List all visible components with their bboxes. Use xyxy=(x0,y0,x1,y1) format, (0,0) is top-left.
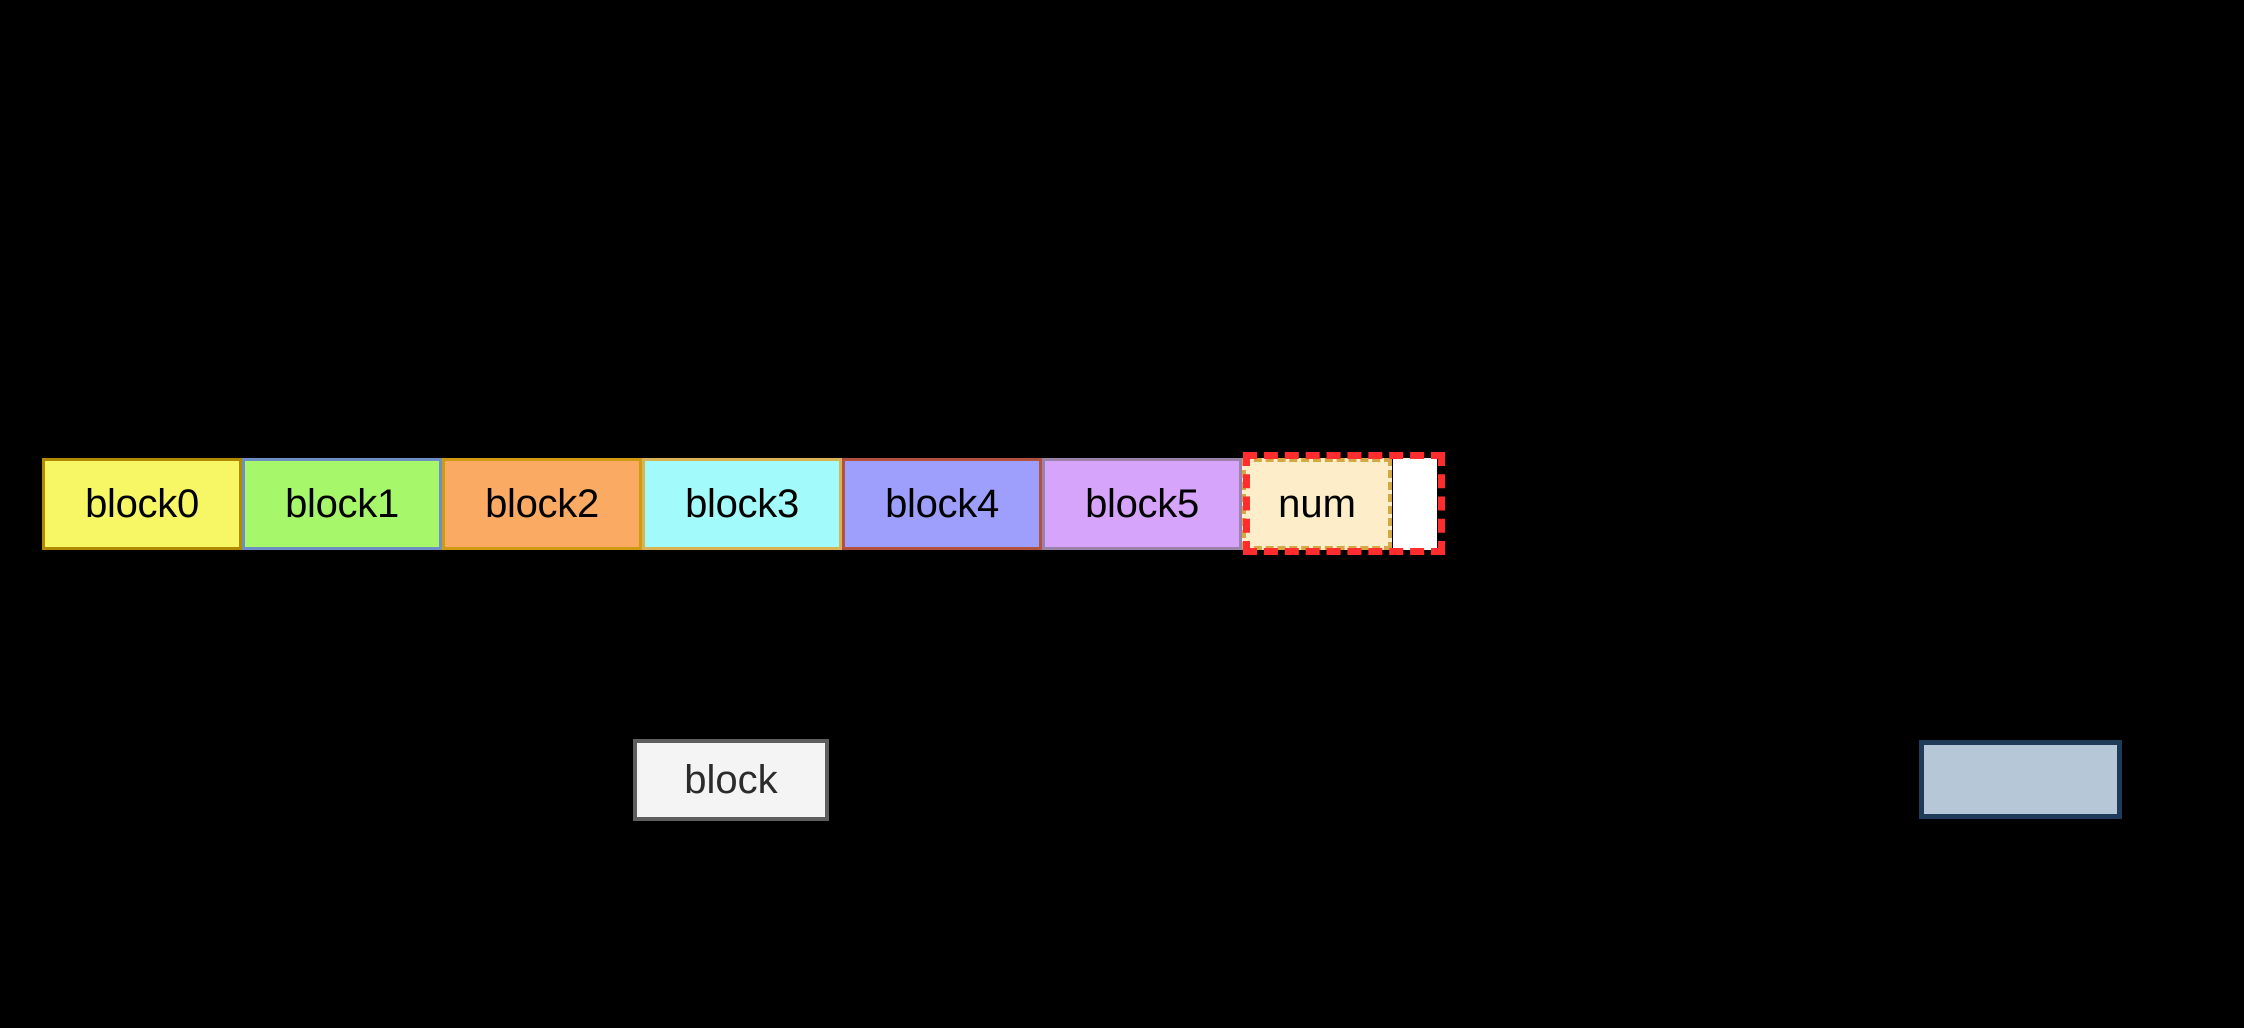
block-legend-box[interactable]: block xyxy=(633,739,829,821)
blue-placeholder-box[interactable] xyxy=(1919,740,2122,819)
memory-cell-block2[interactable]: block2 xyxy=(442,458,642,550)
memory-cell-num[interactable]: num xyxy=(1242,458,1392,550)
memory-cell-label: block5 xyxy=(1085,482,1199,526)
memory-cell-block3[interactable]: block3 xyxy=(642,458,842,550)
memory-cell-block0[interactable]: block0 xyxy=(42,458,242,550)
memory-cell-label: block1 xyxy=(285,482,399,526)
memory-cell-block4[interactable]: block4 xyxy=(842,458,1042,550)
block-legend-label: block xyxy=(684,757,778,802)
memory-cell-label: block0 xyxy=(85,482,199,526)
memory-cell-label: block4 xyxy=(885,482,999,526)
memory-cell-block5[interactable]: block5 xyxy=(1042,458,1242,550)
memory-cell-label: block2 xyxy=(485,482,599,526)
memory-block-strip: block0 block1 block2 block3 block4 block… xyxy=(42,458,1392,550)
memory-overflow-slab xyxy=(1393,458,1437,550)
memory-cell-label: num xyxy=(1278,482,1356,526)
memory-cell-label: block3 xyxy=(685,482,799,526)
memory-cell-block1[interactable]: block1 xyxy=(242,458,442,550)
